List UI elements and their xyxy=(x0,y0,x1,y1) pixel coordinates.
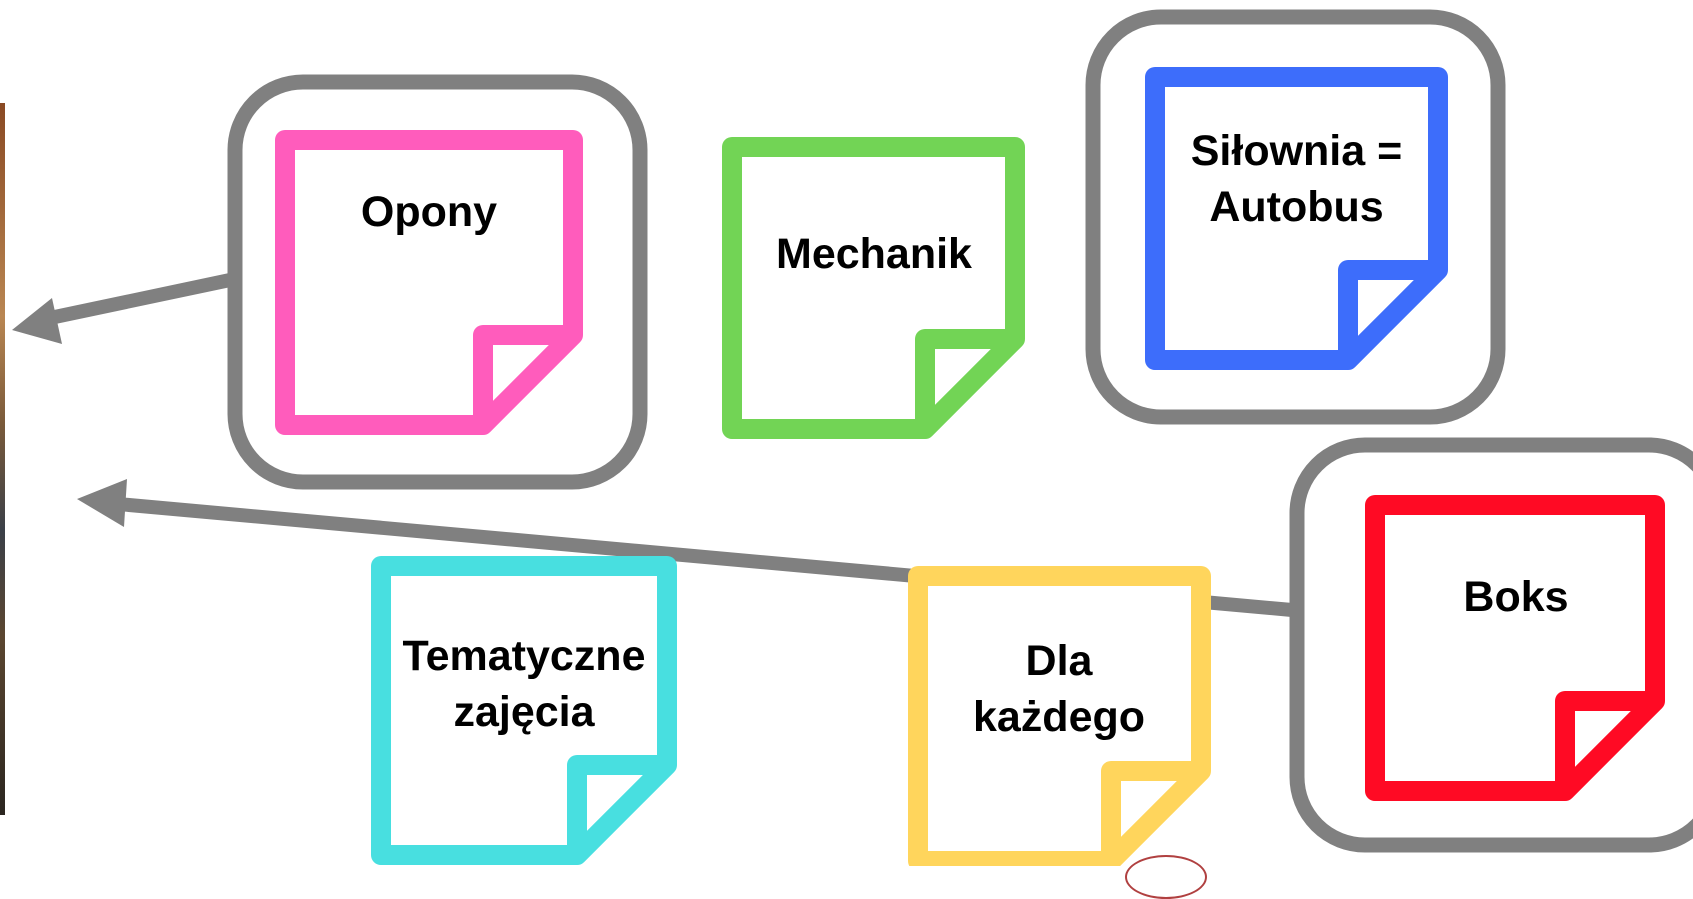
note-label-tematyczne: Tematyczne zajęcia xyxy=(378,615,670,755)
highlight-frame-opony xyxy=(227,74,648,490)
note-text-line: Opony xyxy=(360,187,498,236)
note-text-line: zajęcia xyxy=(453,688,595,736)
note-text-line: Autobus xyxy=(1209,183,1384,231)
note-text-line: Mechanik xyxy=(776,230,972,279)
cropped-photo-edge xyxy=(0,103,5,815)
sticky-note-tematyczne xyxy=(371,556,677,865)
arrow-opony-to-photo xyxy=(12,273,232,344)
note-label-silownia: Siłownia = Autobus xyxy=(1160,105,1433,255)
note-text-line: Siłownia = xyxy=(1190,127,1403,176)
note-label-opony: Opony xyxy=(290,150,568,275)
note-label-boks: Boks xyxy=(1380,545,1652,650)
sticky-note-opony xyxy=(275,130,583,435)
note-text-line: każdego xyxy=(972,693,1146,741)
note-text-line: Tematyczne xyxy=(402,632,646,681)
highlight-frame-boks xyxy=(1289,437,1693,853)
note-label-dla-kazdego: Dla każdego xyxy=(920,615,1198,765)
diagram-canvas xyxy=(12,9,1693,866)
highlight-frame-silownia xyxy=(1085,9,1506,425)
sticky-note-mechanik xyxy=(722,137,1025,439)
logo-mark xyxy=(1125,855,1207,899)
sticky-note-silownia xyxy=(1145,67,1448,370)
note-label-mechanik: Mechanik xyxy=(735,185,1013,325)
note-text-line: Dla xyxy=(1025,637,1093,686)
sticky-note-dla-kazdego xyxy=(908,566,1211,866)
sticky-note-boks xyxy=(1365,495,1665,801)
note-text-line: Boks xyxy=(1463,572,1569,621)
